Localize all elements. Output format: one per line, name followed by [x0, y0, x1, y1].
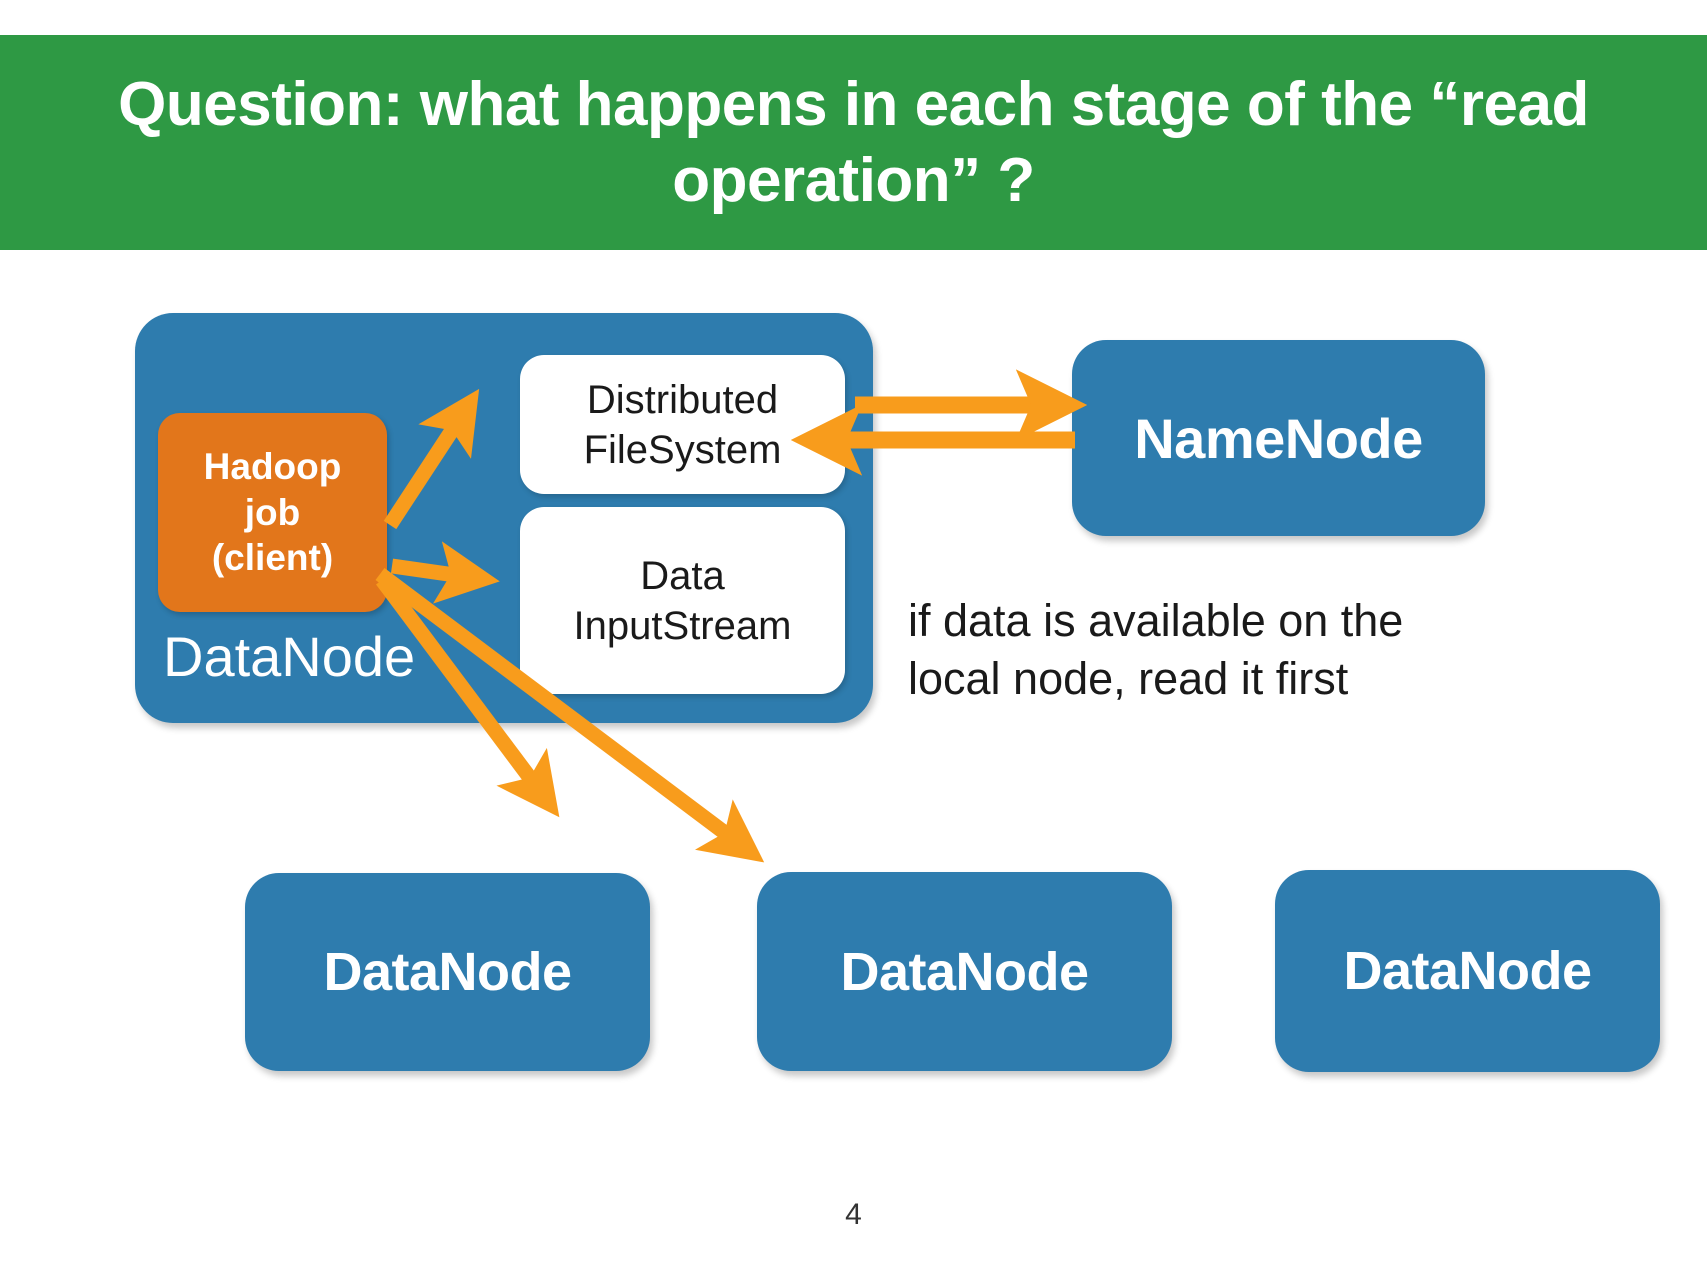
datanode-label-3: DataNode	[1343, 941, 1592, 1001]
datanode-label-1: DataNode	[323, 942, 572, 1002]
namenode-box[interactable]: NameNode	[1072, 340, 1485, 536]
datanode-box-3[interactable]: DataNode	[1275, 870, 1660, 1072]
distributed-filesystem-line-2: FileSystem	[583, 427, 782, 472]
hadoop-job-line-2: job	[244, 491, 301, 533]
client-datanode-container[interactable]: Hadoop job (client) Distributed FileSyst…	[135, 313, 873, 723]
namenode-label: NameNode	[1134, 406, 1423, 470]
datanode-box-1[interactable]: DataNode	[245, 873, 650, 1071]
data-inputstream-box[interactable]: Data InputStream	[520, 507, 845, 694]
page-title: Question: what happens in each stage of …	[118, 69, 1589, 215]
distributed-filesystem-box[interactable]: Distributed FileSystem	[520, 355, 845, 494]
data-inputstream-line-2: InputStream	[573, 603, 792, 648]
client-datanode-label: DataNode	[163, 625, 416, 688]
local-read-annotation: if data is available on the local node, …	[908, 592, 1528, 707]
distributed-filesystem-line-1: Distributed	[586, 377, 779, 422]
data-inputstream-line-1: Data	[640, 553, 725, 598]
local-read-annotation-line-2: local node, read it first	[908, 652, 1349, 704]
datanode-box-2[interactable]: DataNode	[757, 872, 1172, 1071]
title-banner: Question: what happens in each stage of …	[0, 35, 1707, 250]
hadoop-job-line-1: Hadoop	[203, 446, 342, 488]
hadoop-job-client-box[interactable]: Hadoop job (client)	[158, 413, 387, 612]
page-number: 4	[845, 1198, 862, 1231]
local-read-annotation-line-1: if data is available on the	[908, 595, 1404, 646]
datanode-label-2: DataNode	[840, 941, 1089, 1002]
hadoop-job-line-3: (client)	[211, 537, 334, 579]
